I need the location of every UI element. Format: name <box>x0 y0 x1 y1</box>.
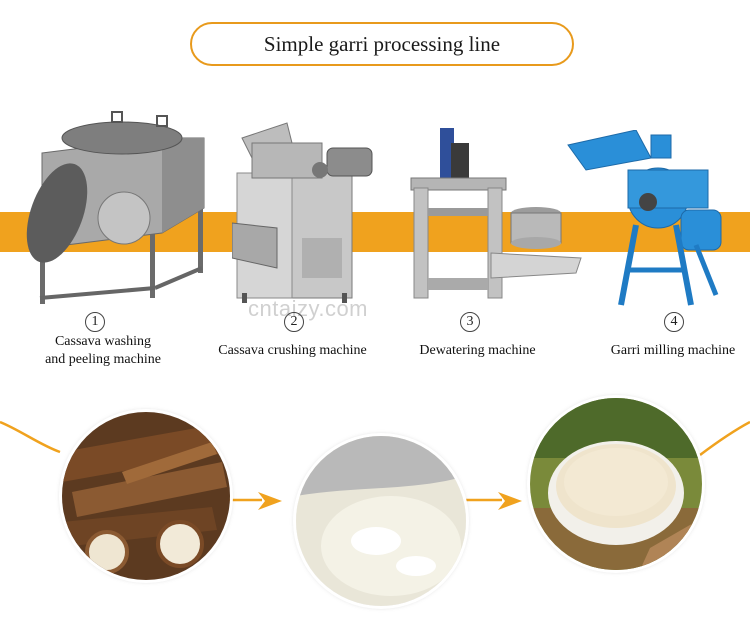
machine-garri-mill <box>566 130 736 310</box>
step-label-1-line1: Cassava washing <box>54 334 152 349</box>
garri-bowl-photo <box>530 398 702 570</box>
machine-dewatering <box>406 128 586 303</box>
arrow-right-icon <box>258 492 282 510</box>
cassava-mash-photo <box>296 436 466 606</box>
step-label-2: Cassava crushing machine <box>218 343 367 358</box>
page-title-text: Simple garri processing line <box>263 31 501 56</box>
machine-crushing <box>232 118 382 303</box>
step-label-4: Garri milling machine <box>610 343 736 358</box>
machine-washing-peeling <box>12 108 212 308</box>
watermark: cntaizy.com <box>248 296 369 321</box>
step-number-3: 3 <box>460 312 480 332</box>
step-label-1: Cassava washing and peeling machine <box>28 333 178 369</box>
arrow-right-icon <box>498 492 522 510</box>
step-label-3: Dewatering machine <box>419 343 536 358</box>
step-number-4: 4 <box>664 312 684 332</box>
step-number-1: 1 <box>85 312 105 332</box>
page-title: Simple garri processing line <box>190 22 574 66</box>
cassava-roots-photo <box>62 412 230 580</box>
step-label-1-line2: and peeling machine <box>45 352 161 367</box>
process-flow-line <box>0 420 750 502</box>
step-number-2: 2 <box>284 312 304 332</box>
